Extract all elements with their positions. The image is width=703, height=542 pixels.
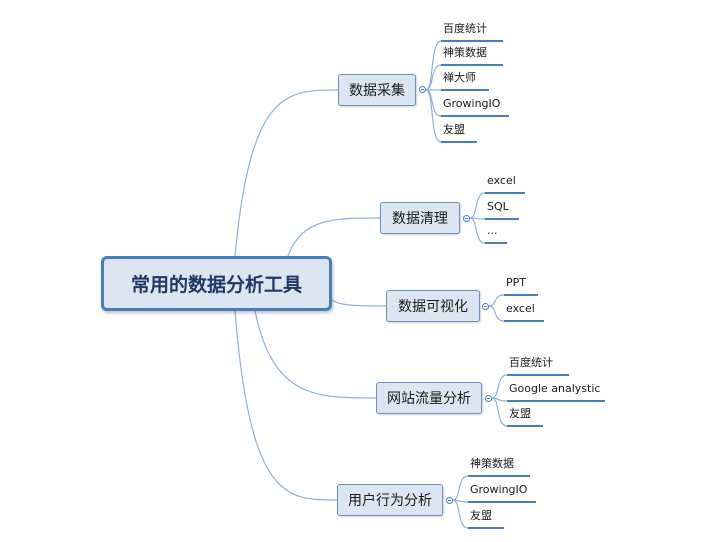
leaf-item[interactable]: GrowingIO [441, 95, 509, 117]
collapse-toggle-icon[interactable] [419, 86, 426, 93]
leaf-item[interactable]: excel [485, 172, 525, 194]
leaf-item[interactable]: 禅大师 [441, 69, 489, 91]
leaf-connector [425, 64, 442, 91]
leaf-item[interactable]: 百度统计 [441, 20, 503, 42]
branch-user-behavior-analysis[interactable]: 用户行为分析 [337, 484, 443, 516]
root-connector [254, 310, 377, 399]
leaf-connector [425, 89, 442, 117]
leaf-item[interactable]: Google analystic [507, 380, 605, 402]
leaf-connector [425, 89, 442, 143]
leaf-connector [488, 305, 505, 322]
leaf-connector [452, 499, 469, 529]
leaf-item[interactable]: 神策数据 [441, 44, 503, 66]
collapse-toggle-icon[interactable] [446, 497, 453, 504]
leaf-item[interactable]: 神策数据 [468, 455, 530, 477]
branch-data-cleaning[interactable]: 数据清理 [380, 202, 460, 234]
collapse-toggle-icon[interactable] [463, 215, 470, 222]
leaf-connector [491, 374, 508, 399]
leaf-connector [452, 475, 469, 501]
leaf-item[interactable]: GrowingIO [468, 481, 536, 503]
leaf-item[interactable]: 百度统计 [507, 354, 569, 376]
leaf-item[interactable]: excel [504, 300, 544, 322]
root-connector [234, 310, 338, 501]
collapse-toggle-icon[interactable] [482, 303, 489, 310]
root-connector [234, 89, 339, 257]
branch-data-visualization[interactable]: 数据可视化 [386, 290, 480, 322]
leaf-connector [491, 397, 508, 427]
root-connector [331, 299, 387, 307]
leaf-connector [469, 217, 486, 244]
collapse-toggle-icon[interactable] [485, 395, 492, 402]
branch-web-traffic-analysis[interactable]: 网站流量分析 [376, 382, 482, 414]
leaf-item[interactable]: 友盟 [441, 121, 477, 143]
leaf-item[interactable]: 友盟 [468, 507, 504, 529]
leaf-connector [469, 192, 486, 219]
root-node[interactable]: 常用的数据分析工具 [101, 256, 332, 311]
leaf-connector [488, 294, 505, 307]
branch-data-collection[interactable]: 数据采集 [338, 74, 416, 106]
leaf-item[interactable]: PPT [504, 274, 538, 296]
leaf-item[interactable]: SQL [485, 198, 519, 220]
root-connector [287, 217, 381, 257]
leaf-item[interactable]: ... [485, 222, 507, 244]
leaf-item[interactable]: 友盟 [507, 405, 543, 427]
